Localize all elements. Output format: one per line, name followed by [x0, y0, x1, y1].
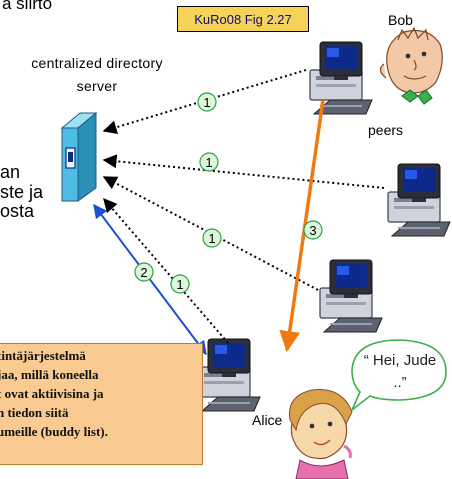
- step-number: 3: [309, 223, 316, 238]
- note-line: t ovat aktiivisina ja: [0, 386, 104, 401]
- step-number: 1: [208, 231, 215, 246]
- server-label: centralized directory server: [31, 55, 163, 94]
- speech-bubble: [351, 339, 447, 411]
- register-arrow: [103, 197, 229, 344]
- note-line: jaa, millä koneella: [0, 367, 99, 382]
- speech-bubble-text: “ Hei, Jude ..”: [363, 352, 437, 391]
- note-line: umeille (buddy list).: [0, 424, 108, 439]
- step-number: 2: [140, 265, 147, 280]
- left-fragment-text: an: [0, 162, 21, 182]
- step-marker-1: 1: [202, 228, 222, 248]
- left-fragment-text: ste ja: [0, 182, 44, 202]
- query-arrow: [93, 203, 207, 356]
- alice-avatar-icon: [288, 388, 353, 479]
- bob-avatar-icon: [379, 26, 443, 105]
- peers-label: peers: [368, 122, 404, 138]
- peer-computer-icon: [319, 259, 383, 333]
- register-arrow: [102, 154, 385, 189]
- bob-label: Bob: [388, 12, 413, 28]
- peer-computer-icon: [387, 163, 451, 237]
- explanation-note: tintäjärjestelmä jaa, millä koneella t o…: [0, 343, 203, 465]
- alice-computer-icon: [197, 338, 261, 412]
- alice-label: Alice: [252, 412, 283, 428]
- step-marker-3: 3: [303, 220, 323, 240]
- step-marker-1: 1: [197, 92, 217, 112]
- bob-computer-icon: [309, 41, 373, 115]
- cut-title-text: ä siirto: [2, 0, 53, 13]
- step-marker-2: 2: [134, 262, 154, 282]
- note-line: n tiedon siitä: [0, 405, 69, 420]
- step-number: 1: [203, 95, 210, 110]
- step-marker-1: 1: [170, 274, 190, 294]
- step-number: 1: [176, 277, 183, 292]
- note-line: tintäjärjestelmä: [0, 348, 86, 363]
- left-fragment-text: osta: [0, 201, 35, 221]
- step-marker-1: 1: [199, 152, 219, 172]
- figure-label: KuRo08 Fig 2.27: [177, 6, 309, 32]
- directory-server-icon: [60, 111, 98, 202]
- step-number: 1: [205, 155, 212, 170]
